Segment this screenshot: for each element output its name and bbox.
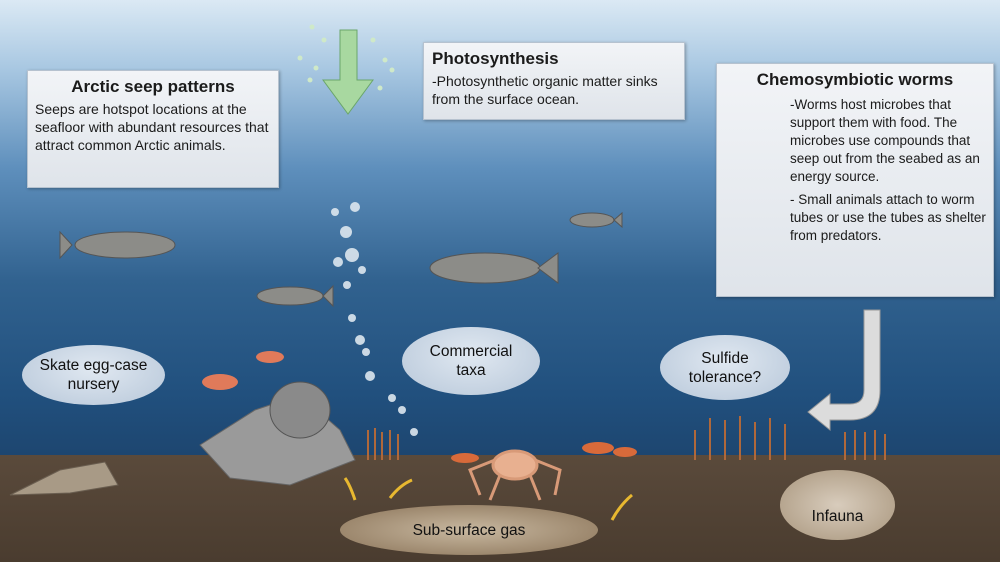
arctic-title: Arctic seep patterns [71, 77, 235, 96]
photosynthesis-box: Photosynthesis -Photosynthetic organic m… [423, 42, 685, 120]
fish [59, 211, 623, 308]
infauna-label: Infauna [780, 470, 895, 540]
arctic-seep-patterns-box: Arctic seep patterns Seeps are hotspot l… [27, 70, 279, 188]
sulfide-tolerance-label: Sulfide tolerance? [660, 335, 790, 400]
sulfide-text: Sulfide tolerance? [688, 349, 762, 386]
skate-nursery-label: Skate egg-case nursery [22, 345, 165, 405]
arctic-text: Seeps are hotspot locations at the seafl… [35, 101, 269, 153]
photosynthesis-title: Photosynthesis [432, 49, 559, 68]
gas-bubbles [331, 202, 418, 436]
infauna-text: Infauna [811, 508, 864, 525]
photosynthesis-text: -Photosynthetic organic matter sinks fro… [432, 73, 658, 107]
skate-text: Skate egg-case nursery [39, 357, 148, 393]
tube-worm-bushes [367, 416, 886, 460]
commercial-text: Commercial taxa [429, 343, 513, 379]
chemo-title: Chemosymbiotic worms [756, 70, 954, 89]
gas-text: Sub-surface gas [412, 521, 526, 539]
chemo-text-2: - Small animals attach to worm tubes or … [790, 192, 986, 243]
redfish [202, 351, 284, 390]
chemosymbiotic-worms-box: Chemosymbiotic worms -Worms host microbe… [716, 63, 994, 297]
snow-crab [468, 449, 562, 501]
down-left-arrow-icon [807, 309, 881, 432]
chemo-text-1: -Worms host microbes that support them w… [790, 97, 980, 184]
particles [297, 24, 395, 91]
sub-surface-gas-label: Sub-surface gas [340, 505, 598, 555]
gas-arrows-icon [343, 477, 633, 521]
rock [269, 381, 331, 439]
shrimp [451, 442, 637, 463]
skate [9, 461, 119, 496]
commercial-taxa-label: Commercial taxa [402, 327, 540, 395]
sinking-arrow-icon [322, 29, 374, 115]
